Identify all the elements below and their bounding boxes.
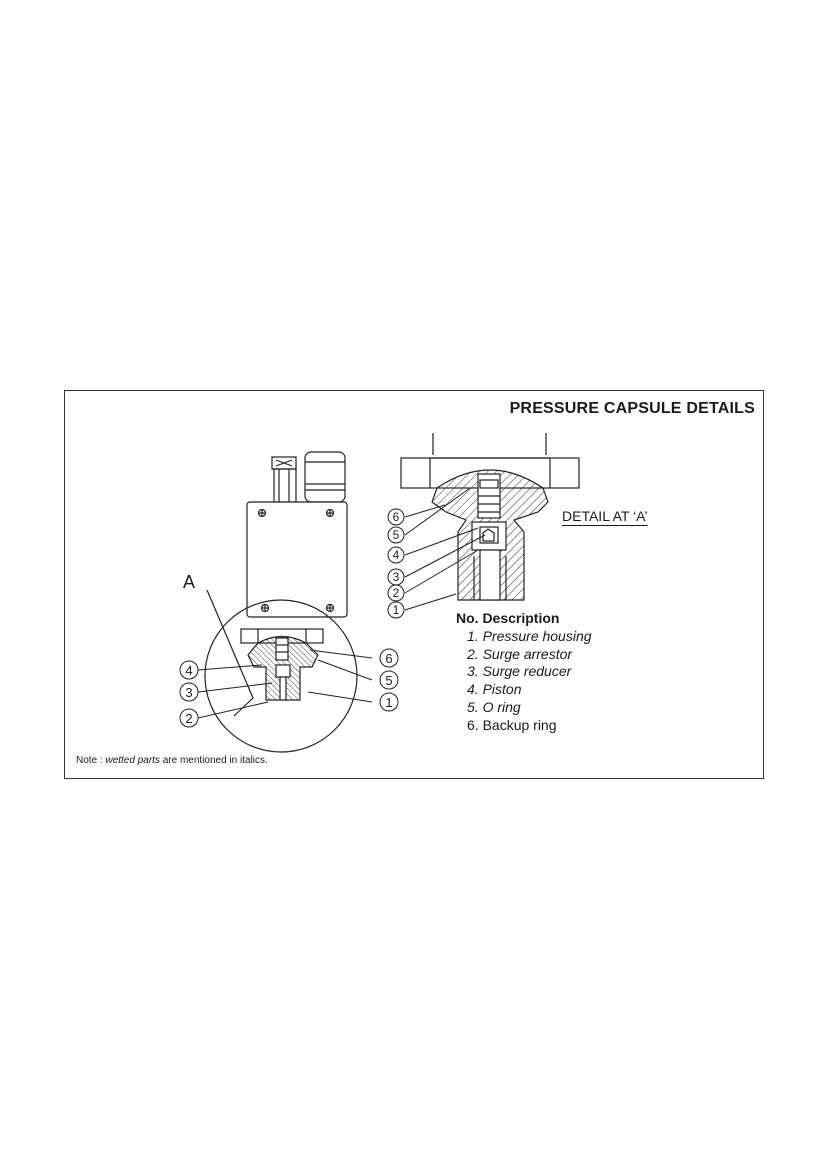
callout-main-1: 1 <box>385 695 392 710</box>
legend-text: Surge reducer <box>482 663 572 680</box>
callout-main-4: 4 <box>185 663 192 678</box>
callout-detail-4: 4 <box>393 548 400 562</box>
legend-no: 1. <box>467 627 479 644</box>
view-marker: A <box>183 572 196 592</box>
legend-item-4: 4. Piston <box>456 681 592 699</box>
detail-pointer <box>206 589 254 717</box>
housing-screws <box>257 508 335 613</box>
legend-no: 4. <box>467 681 479 698</box>
electronics-housing <box>246 501 348 618</box>
callout-detail-3: 3 <box>393 570 400 584</box>
callout-main-2: 2 <box>185 711 192 726</box>
detail-label-text: DETAIL AT ‘A’ <box>562 508 648 524</box>
callout-main-3: 3 <box>185 685 192 700</box>
legend-item-5: 5. O ring <box>456 699 592 717</box>
legend-text: Backup ring <box>482 716 557 733</box>
callouts-detail: 6 5 4 3 2 1 <box>387 487 486 619</box>
detail-circle-a <box>204 599 358 753</box>
callouts-main: 4 3 2 6 5 1 <box>179 648 399 728</box>
figure-title: PRESSURE CAPSULE DETAILS <box>509 400 755 417</box>
vent-plug <box>304 451 346 503</box>
wetted-parts-note: Note : wetted parts are mentioned in ita… <box>76 755 268 766</box>
callout-detail-6: 6 <box>393 510 400 524</box>
legend-item-6: 6. Backup ring <box>456 717 592 735</box>
callout-main-6: 6 <box>385 651 392 666</box>
legend-no: 3. <box>467 663 479 680</box>
callout-main-5: 5 <box>385 673 392 688</box>
legend-item-1: 1. Pressure housing <box>456 628 592 646</box>
legend-text: Pressure housing <box>482 627 592 644</box>
legend-no: 2. <box>467 645 479 662</box>
legend-item-2: 2. Surge arrestor <box>456 646 592 664</box>
note-suffix: are mentioned in italics. <box>159 755 268 766</box>
callout-detail-2: 2 <box>393 586 400 600</box>
legend-no: 5. <box>467 698 479 715</box>
legend-text: O ring <box>482 698 521 715</box>
cable-gland <box>271 456 297 503</box>
legend-header: No. Description <box>456 610 560 626</box>
figure-frame <box>64 390 764 779</box>
note-emphasis: wetted parts <box>105 755 160 766</box>
parts-legend: No. Description 1. Pressure housing 2. S… <box>456 610 592 735</box>
legend-text: Surge arrestor <box>482 645 573 662</box>
note-prefix: Note : <box>76 755 106 766</box>
detail-view <box>400 433 580 601</box>
legend-no: 6. <box>467 716 479 733</box>
detail-label: DETAIL AT ‘A’ <box>562 508 648 524</box>
legend-item-3: 3. Surge reducer <box>456 663 592 681</box>
legend-text: Piston <box>482 681 522 698</box>
callout-detail-5: 5 <box>393 528 400 542</box>
main-view <box>204 451 358 753</box>
callout-detail-1: 1 <box>393 603 400 617</box>
